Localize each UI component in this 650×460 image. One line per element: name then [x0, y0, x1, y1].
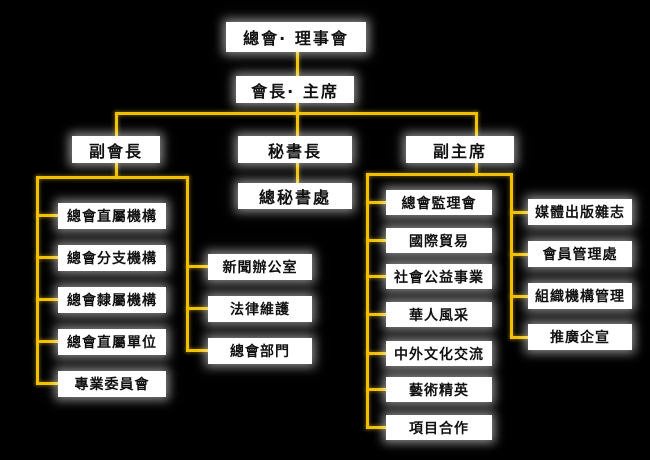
connector-line — [366, 388, 386, 391]
connector-line — [296, 112, 299, 136]
connector-line — [366, 173, 512, 176]
secretary-general-node: 秘書長 — [238, 136, 352, 163]
vp-unit-node: 專業委員會 — [58, 371, 166, 397]
connector-line — [510, 295, 528, 298]
connector-line — [510, 211, 528, 214]
vc-unit-node: 華人風采 — [386, 302, 492, 327]
connector-line — [186, 349, 208, 352]
vp-office-node: 總會部門 — [208, 338, 312, 364]
vice-chair-node: 副主席 — [406, 136, 514, 163]
connector-line — [186, 307, 208, 310]
connector-line — [115, 163, 118, 178]
connector-line — [475, 163, 478, 175]
connector-line — [296, 52, 299, 76]
connector-line — [186, 265, 208, 268]
vp-unit-node: 總會分支機構 — [58, 245, 166, 271]
vp-unit-node: 總會直屬機構 — [58, 203, 166, 229]
connector-line — [366, 313, 386, 316]
vc-unit-node: 中外文化交流 — [386, 341, 492, 366]
vc-office-node: 會員管理處 — [528, 241, 632, 267]
connector-line — [36, 214, 58, 217]
connector-line — [366, 173, 369, 429]
vice-president-node: 副會長 — [72, 136, 160, 163]
vc-unit-node: 藝術精英 — [386, 377, 492, 402]
connector-line — [366, 352, 386, 355]
connector-line — [510, 253, 528, 256]
vp-unit-node: 總會隸屬機構 — [58, 287, 166, 313]
vc-office-node: 推廣企宣 — [528, 324, 632, 350]
connector-line — [475, 112, 478, 136]
connector-line — [366, 275, 386, 278]
connector-line — [36, 256, 58, 259]
connector-line — [36, 298, 58, 301]
connector-line — [510, 173, 513, 339]
connector-line — [296, 103, 299, 114]
president-node: 會長· 主席 — [236, 76, 354, 103]
connector-line — [115, 112, 118, 136]
vc-unit-node: 總會監理會 — [386, 190, 492, 215]
connector-line — [366, 426, 386, 429]
connector-line — [366, 239, 386, 242]
vc-unit-node: 項目合作 — [386, 415, 492, 440]
connector-line — [510, 336, 528, 339]
vp-office-node: 新聞辦公室 — [208, 254, 312, 280]
vp-office-node: 法律維護 — [208, 296, 312, 322]
connector-line — [36, 176, 189, 179]
vc-unit-node: 國際貿易 — [386, 228, 492, 253]
connector-line — [366, 201, 386, 204]
connector-line — [186, 176, 189, 352]
connector-line — [36, 176, 39, 385]
secretariat-node: 總秘書處 — [238, 183, 352, 209]
vc-unit-node: 社會公益事業 — [386, 264, 492, 289]
vc-office-node: 媒體出版雜志 — [528, 199, 632, 225]
connector-line — [36, 340, 58, 343]
connector-line — [36, 382, 58, 385]
vc-office-node: 組織機構管理 — [528, 283, 632, 309]
vp-unit-node: 總會直屬單位 — [58, 329, 166, 355]
root-node: 總會· 理事會 — [226, 22, 366, 52]
connector-line — [296, 163, 299, 183]
